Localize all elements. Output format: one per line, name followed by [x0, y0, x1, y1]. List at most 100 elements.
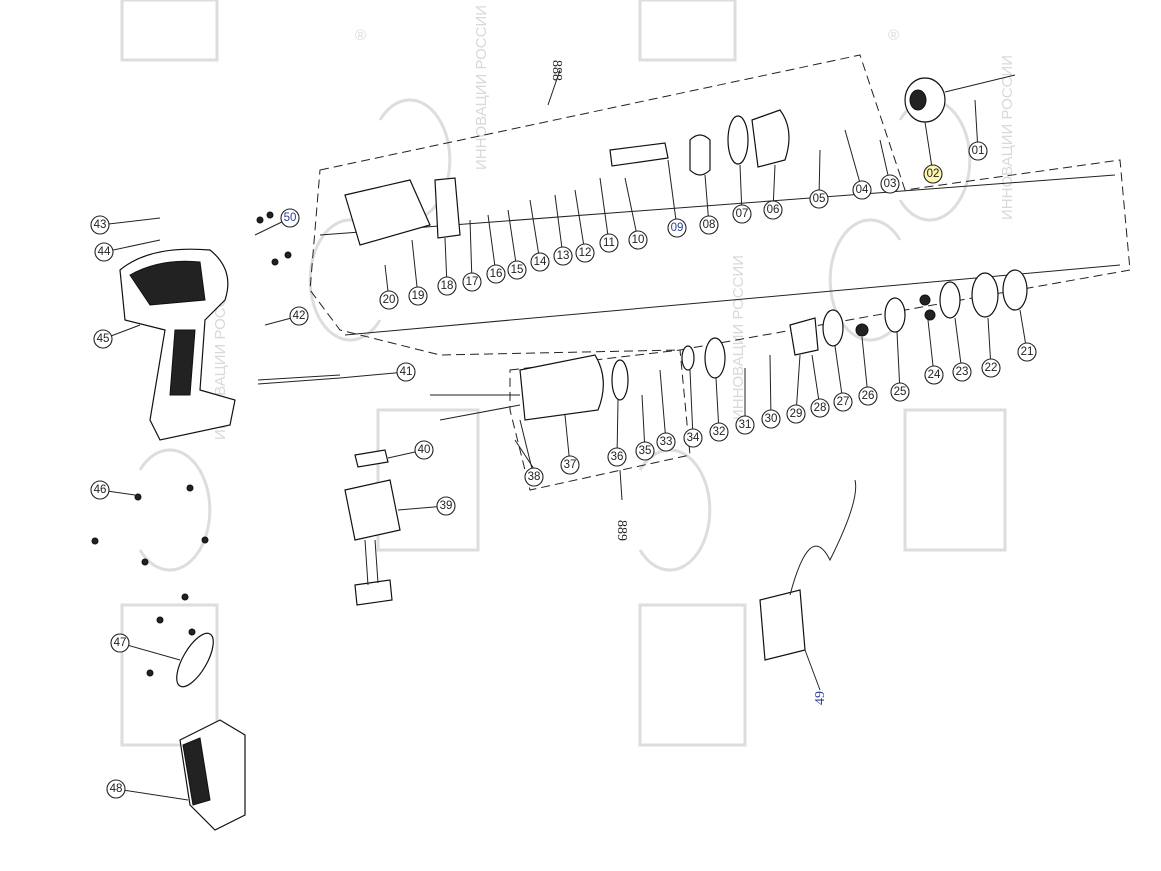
callout-circle — [289, 306, 309, 326]
callout-part-33: 33 — [656, 369, 676, 452]
callout-circle — [952, 362, 972, 382]
callout-part-16: 16 — [486, 214, 506, 284]
part-number-label: 44 — [98, 246, 111, 258]
part-number-label: 08 — [703, 219, 716, 231]
callout-part-17: 17 — [462, 219, 482, 292]
callout-circle — [833, 392, 853, 412]
callout-part-28: 28 — [810, 354, 830, 418]
callout-circle — [683, 428, 703, 448]
registered-mark: ® — [888, 27, 899, 44]
callout-circle — [560, 455, 580, 475]
callout-part-22: 22 — [981, 317, 1001, 378]
callout-circle — [628, 230, 648, 250]
callout-circle — [437, 276, 457, 296]
callout-part-07: 07 — [732, 164, 752, 224]
part-number-label: 40 — [418, 444, 431, 456]
callout-circle — [607, 447, 627, 467]
callout-part-45: 45 — [93, 324, 141, 349]
callout-part-08: 08 — [699, 174, 719, 235]
part-number-label: 12 — [579, 247, 592, 259]
callout-part-37: 37 — [560, 414, 580, 475]
callout-circle — [599, 233, 619, 253]
part-number-label: 47 — [114, 637, 127, 649]
callout-circle — [106, 779, 126, 799]
part-number-label: 32 — [713, 426, 726, 438]
leader-line — [99, 217, 161, 226]
part-number-label: 14 — [534, 256, 547, 268]
callout-part-36: 36 — [607, 399, 627, 467]
part-number-label: 48 — [110, 783, 123, 795]
callout-part-35: 35 — [635, 394, 655, 461]
callout-part-14: 14 — [529, 199, 550, 272]
leader-line — [896, 331, 901, 393]
leader-line — [574, 189, 586, 254]
callout-circle — [1017, 342, 1037, 362]
part-number-label: 25 — [894, 386, 907, 398]
part-number-label: 33 — [660, 436, 673, 448]
callout-part-24: 24 — [924, 319, 944, 385]
part-number-label: 06 — [767, 204, 780, 216]
callout-part-23: 23 — [952, 317, 972, 382]
callout-circle — [94, 242, 114, 262]
callout-circle — [110, 633, 130, 653]
leader-line — [339, 371, 407, 379]
part-number-label: 18 — [441, 280, 454, 292]
part-number-label: 10 — [632, 234, 645, 246]
part-number-label: 20 — [383, 294, 396, 306]
callout-circle — [280, 208, 300, 228]
leader-line — [115, 788, 189, 801]
callout-part-20: 20 — [379, 264, 399, 310]
callout-circle — [786, 404, 806, 424]
callout-circle — [486, 264, 506, 284]
part-number-label: 23 — [956, 366, 969, 378]
callout-circle — [507, 260, 527, 280]
callout-circle — [656, 432, 676, 452]
leader-line — [469, 219, 473, 283]
callout-part-26: 26 — [858, 336, 878, 406]
callout-circle — [408, 286, 428, 306]
callout-part-42: 42 — [264, 306, 309, 326]
callout-circle — [436, 496, 456, 516]
callout-circle — [852, 180, 872, 200]
part-number-label: 05 — [813, 193, 826, 205]
callout-circle — [810, 398, 830, 418]
callout-part-50: 50 — [254, 208, 300, 236]
leader-line — [795, 354, 801, 415]
callout-circle — [763, 200, 783, 220]
callout-part-21: 21 — [1017, 309, 1037, 362]
part-number-label: 24 — [928, 369, 941, 381]
part-number-label: 16 — [490, 268, 503, 280]
callout-circle — [90, 480, 110, 500]
part-number-label: 07 — [736, 208, 749, 220]
leader-line — [861, 336, 869, 397]
part-number-label: 02 — [927, 168, 940, 180]
part-number-label: 41 — [400, 366, 413, 378]
part-number-label: 35 — [639, 445, 652, 457]
callout-part-38: 38 — [519, 419, 544, 487]
callout-circle — [968, 141, 988, 161]
callout-part-25: 25 — [890, 331, 910, 402]
callout-part-11: 11 — [599, 177, 619, 253]
callout-circle — [524, 467, 544, 487]
motor-group-outline — [509, 349, 691, 491]
callout-part-12: 12 — [574, 189, 595, 263]
leader-line — [599, 177, 610, 244]
group-label-889: 889 — [614, 520, 629, 541]
part-number-label: 22 — [985, 362, 998, 374]
callout-circle — [809, 189, 829, 209]
part-number-label: 28 — [814, 402, 827, 414]
callout-part-34: 34 — [683, 369, 703, 448]
callout-part-06: 06 — [763, 164, 783, 220]
part-number-label: 42 — [293, 310, 306, 322]
callout-circle — [735, 415, 755, 435]
callout-part-18: 18 — [437, 237, 457, 296]
callout-circle — [699, 215, 719, 235]
leader-line — [554, 194, 564, 257]
part-number-label: 46 — [94, 484, 107, 496]
callout-circle — [923, 164, 943, 184]
part-number-label: 19 — [412, 290, 425, 302]
callout-circle — [924, 365, 944, 385]
parts — [91, 74, 1028, 831]
callout-circle — [635, 441, 655, 461]
part-number-label: 30 — [765, 413, 778, 425]
